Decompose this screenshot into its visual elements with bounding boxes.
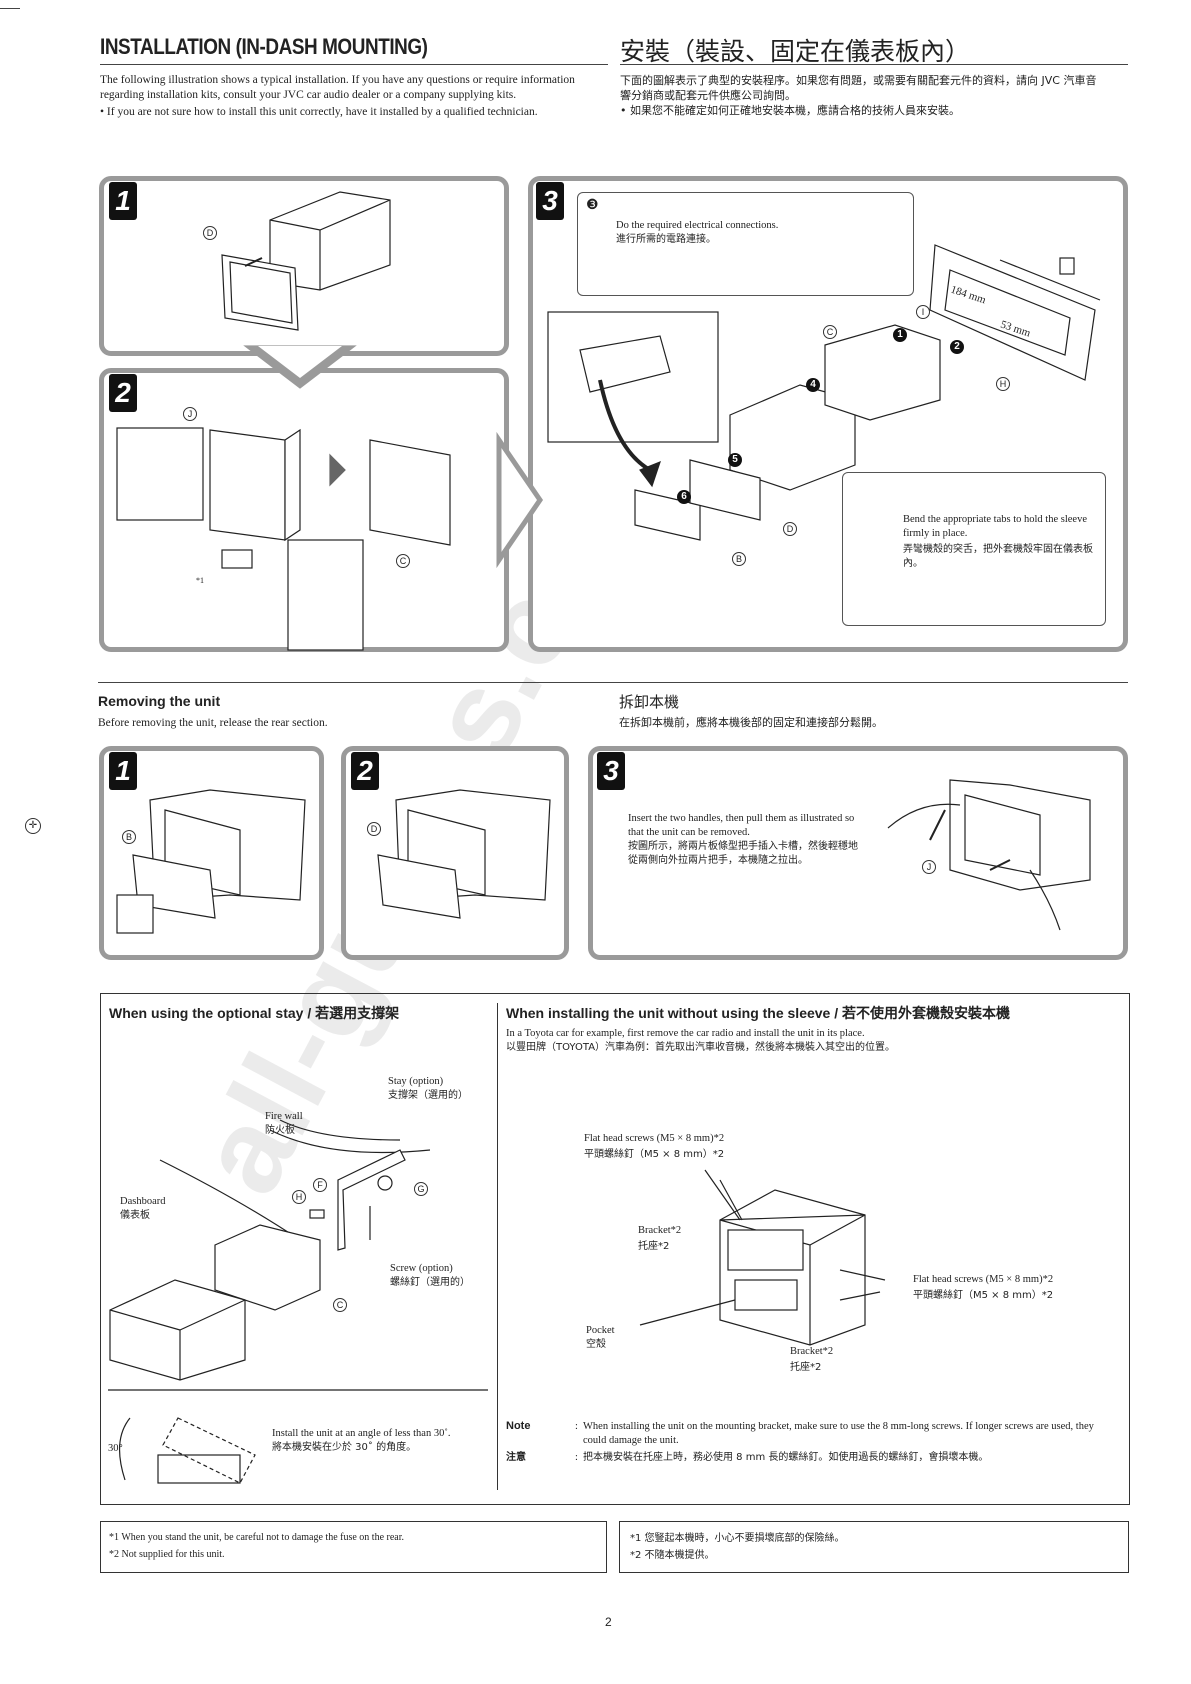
pocket-zh: 空殼 xyxy=(586,1339,606,1350)
screws1-en: Flat head screws (M5 × 8 mm)*2 xyxy=(584,1133,725,1144)
remove-step-2-badge: 2 xyxy=(351,752,379,790)
fire-wall-en: Fire wall xyxy=(265,1111,303,1122)
bend-tabs-zh: 弄彎機殼的突舌，把外套機殼牢固在儀表板內。 xyxy=(903,544,1093,569)
angle-zh: 將本機安裝在少於 30˚ 的角度。 xyxy=(272,1442,417,1453)
num-2: 2 xyxy=(950,340,964,354)
bracket1-zh: 托座*2 xyxy=(638,1241,670,1252)
registration-mark: ✛ xyxy=(25,818,41,834)
install-step-1-badge: 1 xyxy=(109,182,137,220)
bracket2-en: Bracket*2 xyxy=(790,1346,834,1357)
removing-desc-en: Before removing the unit, release the re… xyxy=(98,717,328,729)
footnotes-en-box: *1 When you stand the unit, be careful n… xyxy=(100,1521,607,1573)
removing-desc-zh: 在拆卸本機前，應將本機後部的固定和連接部分鬆開。 xyxy=(619,716,883,729)
bullet-zh-text: 如果您不能確定如何正確地安裝本機，應請合格的技術人員來安裝。 xyxy=(630,104,960,117)
remove-label-B: B xyxy=(122,830,136,844)
screws2-zh: 平頭螺絲釘（M5 × 8 mm）*2 xyxy=(913,1290,1054,1301)
flow-arrow-right xyxy=(496,431,544,569)
lower-divider xyxy=(497,1003,498,1490)
note-label-en: Note xyxy=(506,1420,531,1432)
footnote-mark: *1 xyxy=(196,576,204,585)
remove-step3-zh: 按圖所示，將兩片板條型把手插入卡槽，然後輕穩地從兩側向外拉兩片把手，本機隨之拉出… xyxy=(628,841,858,866)
stay-label-F: F xyxy=(313,1178,327,1192)
label-J: J xyxy=(183,407,197,421)
nosleeve-title: When installing the unit without using t… xyxy=(506,1005,1011,1021)
section-rule-removing xyxy=(98,682,1128,683)
num-6: 6 xyxy=(677,490,691,504)
screw-en: Screw (option) xyxy=(390,1263,453,1274)
stay-label-H: H xyxy=(292,1190,306,1204)
angle-en: Install the unit at an angle of less tha… xyxy=(272,1428,451,1439)
remove-step-1-badge: 1 xyxy=(109,752,137,790)
bullet-zh: • 如果您不能確定如何正確地安裝本機，應請合格的技術人員來安裝。 xyxy=(620,104,960,117)
remove-step-3-badge: 3 xyxy=(597,752,625,790)
screw-zh: 螺絲釘（選用的） xyxy=(390,1277,470,1288)
callout-bend-tabs: Bend the appropriate tabs to hold the sl… xyxy=(842,472,1106,626)
label-D-3: D xyxy=(783,522,797,536)
footnote-en-2: *2 Not supplied for this unit. xyxy=(109,1549,225,1560)
page-title-en: INSTALLATION (IN-DASH MOUNTING) xyxy=(100,34,428,59)
label-D: D xyxy=(203,226,217,240)
label-C: C xyxy=(396,554,410,568)
callout-electrical-zh: 進行所需的電路連接。 xyxy=(616,234,716,245)
stay-label-zh: 支撐架（選用的） xyxy=(388,1090,468,1101)
pocket-en: Pocket xyxy=(586,1325,615,1336)
note-en: When installing the unit on the mounting… xyxy=(583,1421,1094,1446)
footnote-zh-1: *1 您豎起本機時，小心不要損壞底部的保險絲。 xyxy=(630,1533,845,1544)
screws2-en: Flat head screws (M5 × 8 mm)*2 xyxy=(913,1274,1054,1285)
num-4: 4 xyxy=(806,378,820,392)
callout-electrical: ❸ Do the required electrical connections… xyxy=(577,192,914,296)
page-number: 2 xyxy=(605,1615,612,1629)
footnotes-zh-box: *1 您豎起本機時，小心不要損壞底部的保險絲。 *2 不隨本機提供。 xyxy=(619,1521,1129,1573)
num-1: 1 xyxy=(893,328,907,342)
stay-title: When using the optional stay / 若選用支撐架 xyxy=(109,1005,400,1021)
title-rule-en xyxy=(100,64,608,65)
removing-title-en: Removing the unit xyxy=(98,693,221,709)
bend-tabs-en: Bend the appropriate tabs to hold the sl… xyxy=(903,514,1087,539)
footnote-zh-2: *2 不隨本機提供。 xyxy=(630,1550,715,1561)
removing-title-zh: 拆卸本機 xyxy=(619,693,680,711)
label-B: B xyxy=(732,552,746,566)
bullet-en: • If you are not sure how to install thi… xyxy=(100,106,538,118)
dashboard-en: Dashboard xyxy=(120,1196,166,1207)
note-zh: 把本機安裝在托座上時，務必使用 8 mm 長的螺絲釘。如使用過長的螺絲釘，會損壞… xyxy=(583,1452,989,1463)
page-title-zh: 安裝（裝設、固定在儀表板內） xyxy=(620,37,971,66)
footnote-en-1: *1 When you stand the unit, be careful n… xyxy=(109,1532,404,1543)
nosleeve-desc-en: In a Toyota car for example, first remov… xyxy=(506,1028,865,1039)
title-rule-zh xyxy=(620,64,1128,65)
remove-label-J: J xyxy=(922,860,936,874)
fire-wall-zh: 防火板 xyxy=(265,1125,295,1136)
install-step-3-badge: 3 xyxy=(536,182,564,220)
angle-label: 30° xyxy=(108,1443,123,1454)
stay-label-en: Stay (option) xyxy=(388,1076,444,1087)
bracket2-zh: 托座*2 xyxy=(790,1362,822,1373)
stay-label-G: G xyxy=(414,1182,428,1196)
dashboard-zh: 儀表板 xyxy=(120,1210,150,1221)
stay-label-C: C xyxy=(333,1298,347,1312)
note-label-zh: 注意 xyxy=(506,1452,526,1463)
num-5: 5 xyxy=(728,453,742,467)
bullet-en-text: If you are not sure how to install this … xyxy=(106,106,538,118)
remove-step3-en: Insert the two handles, then pull them a… xyxy=(628,813,855,838)
screws1-zh: 平頭螺絲釘（M5 × 8 mm）*2 xyxy=(584,1149,725,1160)
callout-electrical-en: Do the required electrical connections. xyxy=(616,220,779,231)
label-I: I xyxy=(916,305,930,319)
remove-label-D: D xyxy=(367,822,381,836)
intro-en: The following illustration shows a typic… xyxy=(100,74,575,101)
intro-zh: 下面的圖解表示了典型的安裝程序。如果您有問題，或需要有關配套元件的資料，請向 J… xyxy=(620,74,1097,102)
callout-electrical-num: ❸ xyxy=(586,198,599,213)
label-H: H xyxy=(996,377,1010,391)
install-step-2-badge: 2 xyxy=(109,374,137,412)
label-C-3: C xyxy=(823,325,837,339)
nosleeve-desc-zh: 以豐田牌（TOYOTA）汽車為例：首先取出汽車收音機，然後將本機裝入其空出的位置… xyxy=(506,1042,896,1053)
lower-section-box xyxy=(100,993,1130,1505)
bracket1-en: Bracket*2 xyxy=(638,1225,682,1236)
crop-mark xyxy=(0,8,20,9)
